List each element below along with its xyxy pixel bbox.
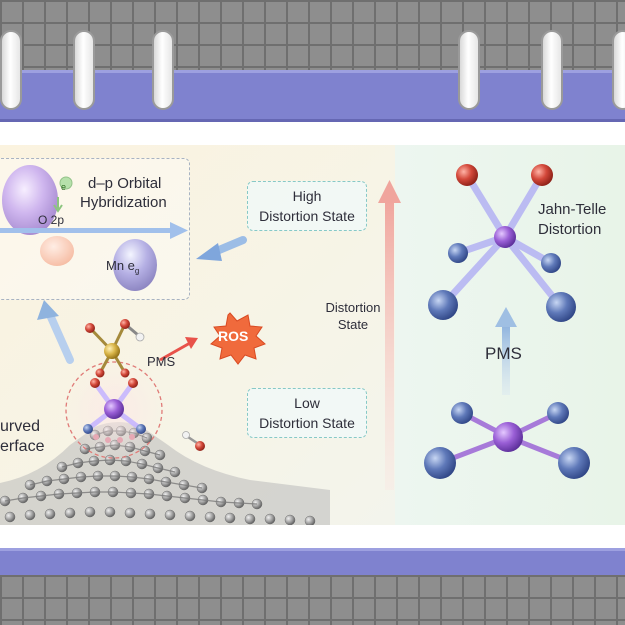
pms-label-surface: PMS	[147, 354, 176, 369]
binder-band-top	[0, 70, 625, 122]
high-state-line1: High	[292, 188, 322, 204]
carbon-nanocone	[0, 422, 330, 525]
binder-ring	[612, 30, 625, 110]
orbital-lobe-d	[2, 165, 58, 235]
figure-graphics	[0, 145, 625, 525]
mn-atom	[104, 399, 124, 419]
hybridization-arrow	[0, 228, 172, 233]
orbital-panel	[0, 158, 190, 300]
pms-arrow	[502, 325, 510, 395]
pms-to-ros-arrow	[159, 341, 191, 362]
orbital-lobe-o2p	[40, 236, 74, 266]
binder-ring	[73, 30, 95, 110]
pms-label-right: PMS	[485, 344, 522, 363]
orbital-title-line2: Hybridization	[80, 194, 167, 211]
orbital-diagram	[0, 165, 188, 291]
low-distortion-molecule	[424, 402, 590, 479]
mn-eg-label: Mn eg	[106, 258, 140, 276]
orbital-title-line1: d–p Orbital	[88, 175, 162, 192]
distortion-axis-arrow	[385, 200, 394, 490]
low-distortion-state-box: Low Distortion State	[247, 388, 367, 438]
binder-grid-bottom	[0, 575, 625, 625]
low-state-line1: Low	[294, 395, 320, 411]
figure: d–p Orbital Hybridization e O 2p Mn eg H…	[0, 145, 625, 525]
high-distortion-state-box: High Distortion State	[247, 181, 367, 231]
o2p-label: O 2p	[38, 213, 65, 227]
binder-ring	[541, 30, 563, 110]
mn-active-site	[83, 378, 146, 443]
binder-band-bottom	[0, 548, 625, 578]
distortion-axis-label: Distortion State	[325, 300, 381, 332]
page-margin-bottom	[0, 525, 625, 548]
electron-label: e	[61, 182, 67, 192]
binder-grid-top	[0, 0, 625, 75]
orbital-lobe-mn-eg	[113, 239, 157, 291]
low-state-line2: Distortion State	[259, 415, 355, 431]
binder-ring	[0, 30, 22, 110]
binder-ring	[458, 30, 480, 110]
ros-label: ROS	[218, 328, 249, 344]
binder-ring	[152, 30, 174, 110]
high-distortion-molecule	[428, 164, 576, 322]
curved-surface-label: urved erface	[0, 418, 45, 455]
sulfur-atom	[104, 343, 120, 359]
jahn-teller-label: Jahn-Telle Distortion	[538, 201, 607, 238]
arrow-surface-to-orbital	[46, 311, 74, 364]
ros-burst-icon	[210, 312, 266, 365]
hydroxyl-group	[182, 431, 205, 451]
page-margin-top	[0, 122, 625, 145]
pms-molecule	[85, 319, 145, 378]
high-state-line2: Distortion State	[259, 208, 355, 224]
electron-icon	[59, 176, 73, 190]
